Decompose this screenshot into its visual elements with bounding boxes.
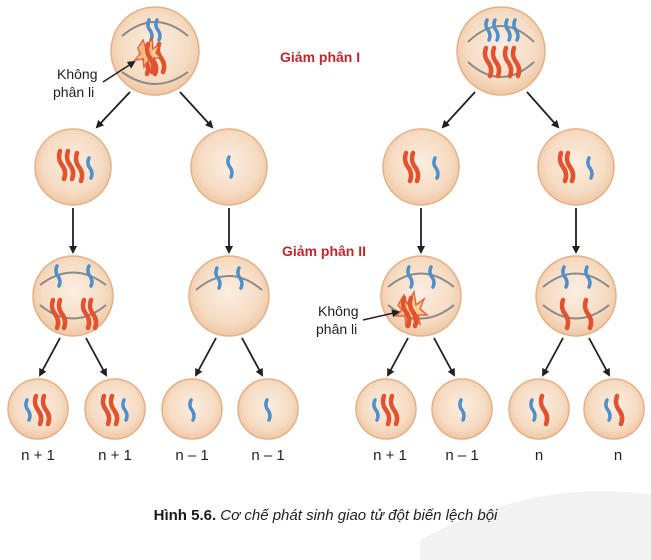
cell-mii-left-a: [32, 255, 114, 337]
arrow: [441, 91, 476, 129]
gamete-result-label: n + 1: [373, 447, 407, 464]
gamete-result-label: n: [535, 447, 543, 464]
left-pathway: Không phân li: [7, 6, 299, 464]
stage-label-meiosis-2: Giảm phân II: [282, 243, 366, 259]
cell-mii-right-a: [380, 255, 462, 337]
arrow: [39, 337, 61, 377]
arrow: [241, 337, 263, 377]
gamete-result-label: n + 1: [98, 447, 132, 464]
parent-cell-left: [110, 6, 200, 96]
gamete: [161, 378, 223, 440]
nondisjunction-label-line1: Không: [318, 303, 358, 319]
arrow: [542, 337, 564, 377]
gamete: [84, 378, 146, 440]
cell-mii-left-b: [188, 255, 270, 337]
nondisjunction-label-line1: Không: [57, 66, 97, 82]
parent-cell-right: [456, 6, 546, 96]
gamete-result-label: n + 1: [21, 447, 55, 464]
gamete-result-label: n – 1: [251, 447, 284, 464]
arrow: [387, 337, 409, 377]
nondisjunction-label-line2: phân li: [316, 321, 357, 337]
right-pathway: Không phân li n + 1 n – 1 n: [316, 6, 645, 464]
cell-mi-right-a: [382, 128, 460, 206]
gamete: [508, 378, 570, 440]
cell-mi-left-b: [190, 128, 268, 206]
gamete-result-label: n: [614, 447, 622, 464]
cell-mii-right-b: [535, 255, 617, 337]
arrow: [588, 337, 610, 377]
caption-text: Cơ chế phát sinh giao tử đột biến lệch b…: [220, 507, 498, 524]
arrow: [526, 91, 560, 129]
arrow: [195, 337, 217, 377]
stage-label-meiosis-1: Giảm phân I: [280, 49, 360, 65]
arrow: [433, 337, 455, 377]
pointer-arrow: [362, 309, 400, 321]
gamete: [431, 378, 493, 440]
nondisjunction-diagram: Không phân li: [7, 6, 645, 464]
gamete: [583, 378, 645, 440]
cell-mi-right-b: [537, 128, 615, 206]
gamete: [7, 378, 69, 440]
gamete: [355, 378, 417, 440]
gamete: [237, 378, 299, 440]
nondisjunction-label-line2: phân li: [53, 84, 94, 100]
pointer-arrow: [102, 60, 136, 83]
gamete-result-label: n – 1: [445, 447, 478, 464]
figure-caption: Hình 5.6. Cơ chế phát sinh giao tử đột b…: [0, 507, 651, 524]
cell-mi-left-a: [34, 128, 112, 206]
arrow: [179, 91, 214, 129]
arrow: [95, 91, 131, 129]
caption-number: Hình 5.6.: [153, 507, 217, 524]
arrow: [85, 337, 107, 377]
gamete-result-label: n – 1: [175, 447, 208, 464]
